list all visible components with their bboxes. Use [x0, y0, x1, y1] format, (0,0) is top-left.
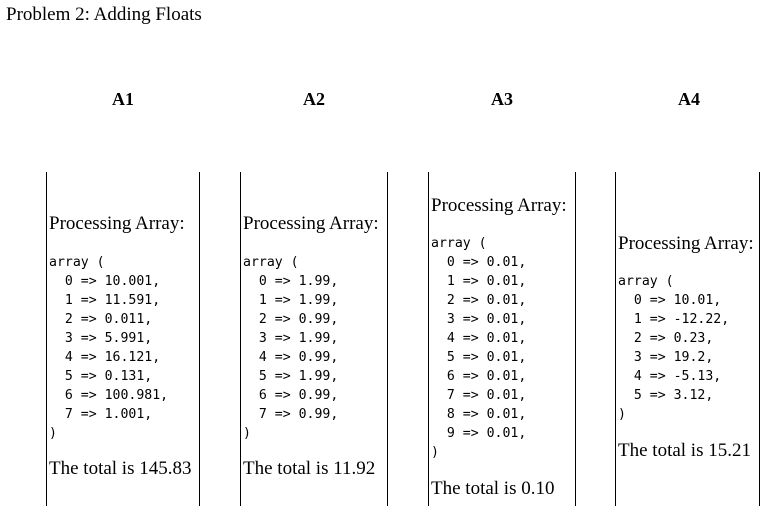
array-item: 5 => 3.12, [618, 388, 714, 403]
array-item: 1 => 1.99, [243, 293, 339, 308]
array-item: 2 => 0.011, [49, 312, 153, 327]
total-text: The total is 11.92 [243, 458, 376, 479]
array-item: 7 => 1.001, [49, 407, 153, 422]
array-item: 4 => 0.01, [431, 331, 527, 346]
output-column-a1: Processing Array: array ( 0 => 10.001, 1… [46, 172, 200, 506]
column-header-a4: A4 [678, 89, 700, 109]
array-item: 1 => 0.01, [431, 274, 527, 289]
array-close: ) [431, 445, 439, 460]
array-item: 7 => 0.99, [243, 407, 339, 422]
column-header-a2: A2 [303, 89, 325, 109]
total-text: The total is 145.83 [49, 458, 192, 479]
array-item: 2 => 0.01, [431, 293, 527, 308]
array-item: 9 => 0.01, [431, 426, 527, 441]
processing-label: Processing Array: [49, 213, 185, 234]
array-item: 3 => 19.2, [618, 350, 714, 365]
array-close: ) [618, 407, 626, 422]
processing-label: Processing Array: [618, 233, 754, 254]
array-item: 2 => 0.99, [243, 312, 339, 327]
array-item: 0 => 10.001, [49, 274, 161, 289]
total-text: The total is 15.21 [618, 440, 751, 461]
array-close: ) [243, 426, 251, 441]
array-dump: array ( 0 => 10.001, 1 => 11.591, 2 => 0… [49, 253, 168, 443]
array-item: 6 => 0.01, [431, 369, 527, 384]
array-item: 4 => 16.121, [49, 350, 161, 365]
array-item: 3 => 0.01, [431, 312, 527, 327]
array-item: 1 => 11.591, [49, 293, 161, 308]
array-item: 0 => 1.99, [243, 274, 339, 289]
array-open: array ( [431, 236, 487, 251]
array-open: array ( [618, 274, 674, 289]
array-item: 3 => 5.991, [49, 331, 153, 346]
array-dump: array ( 0 => 1.99, 1 => 1.99, 2 => 0.99,… [243, 253, 338, 443]
output-column-a3: Processing Array: array ( 0 => 0.01, 1 =… [428, 172, 576, 506]
output-column-a4: Processing Array: array ( 0 => 10.01, 1 … [615, 172, 760, 506]
total-text: The total is 0.10 [431, 478, 555, 499]
array-item: 5 => 1.99, [243, 369, 339, 384]
array-dump: array ( 0 => 0.01, 1 => 0.01, 2 => 0.01,… [431, 234, 526, 462]
array-item: 3 => 1.99, [243, 331, 339, 346]
array-item: 8 => 0.01, [431, 407, 527, 422]
array-item: 7 => 0.01, [431, 388, 527, 403]
array-open: array ( [243, 255, 299, 270]
array-item: 4 => 0.99, [243, 350, 339, 365]
array-item: 6 => 0.99, [243, 388, 339, 403]
array-item: 4 => -5.13, [618, 369, 722, 384]
array-item: 2 => 0.23, [618, 331, 714, 346]
page-title: Problem 2: Adding Floats [6, 4, 202, 25]
array-item: 5 => 0.01, [431, 350, 527, 365]
processing-label: Processing Array: [243, 213, 379, 234]
array-close: ) [49, 426, 57, 441]
array-item: 1 => -12.22, [618, 312, 730, 327]
column-header-a3: A3 [491, 89, 513, 109]
array-item: 0 => 10.01, [618, 293, 722, 308]
array-open: array ( [49, 255, 105, 270]
processing-label: Processing Array: [431, 195, 567, 216]
array-item: 0 => 0.01, [431, 255, 527, 270]
array-dump: array ( 0 => 10.01, 1 => -12.22, 2 => 0.… [618, 272, 729, 424]
array-item: 6 => 100.981, [49, 388, 169, 403]
array-item: 5 => 0.131, [49, 369, 153, 384]
column-header-a1: A1 [112, 89, 134, 109]
output-column-a2: Processing Array: array ( 0 => 1.99, 1 =… [240, 172, 388, 506]
